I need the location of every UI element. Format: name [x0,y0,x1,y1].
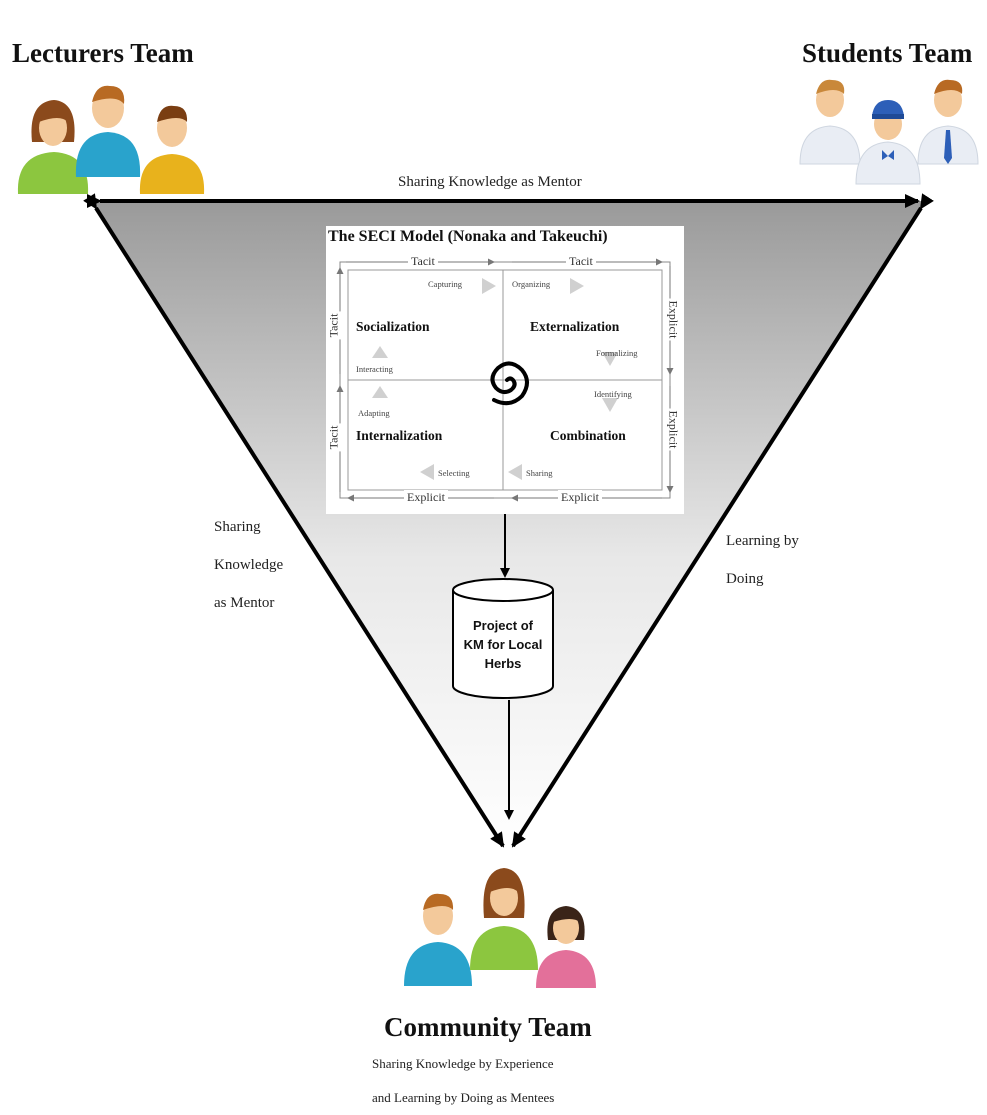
community-woman-pink-icon [536,906,596,988]
axis-bottom-right: Explicit [558,490,602,505]
axis-bottom-left: Explicit [404,490,448,505]
community-subtitle-2: and Learning by Doing as Mentees [372,1090,555,1105]
lecturers-team-title: Lecturers Team [12,38,194,68]
step-interacting: Interacting [356,364,393,374]
axis-right-bottom: Explicit [665,408,681,451]
right-edge-arrow [511,193,934,848]
project-line-3: Herbs [484,656,522,671]
community-team-title: Community Team [384,1012,592,1042]
spiral-icon [490,361,529,406]
right-edge-line-2: Doing [726,571,764,587]
left-edge-label: Sharing Knowledge as Mentor [214,508,283,622]
axis-left-bottom: Tacit [326,423,342,452]
project-line-1: Project of [473,618,533,633]
community-people-icon [404,868,596,988]
left-edge-line-3: as Mentor [214,595,275,611]
student-right-icon [917,79,979,165]
left-edge-line-1: Sharing [214,519,261,535]
project-line-2: KM for Local [463,637,543,652]
step-identifying: Identifying [594,389,632,399]
axis-top-right: Tacit [566,254,596,269]
seci-model-box: The SECI Model (Nonaka and Takeuchi) [326,226,684,514]
seci-title: The SECI Model (Nonaka and Takeuchi) [328,228,608,245]
quadrant-externalization: Externalization [530,319,620,334]
quadrant-socialization: Socialization [356,319,430,334]
step-sharing: Sharing [526,468,553,478]
axis-top-left: Tacit [408,254,438,269]
step-formalizing: Formalizing [596,348,638,358]
student-middle-icon [855,100,921,185]
left-edge-arrow [83,193,505,848]
right-edge-line-1: Learning by [726,533,799,549]
project-label: Project of KM for Local Herbs [448,616,558,673]
right-edge-label: Learning by Doing [726,522,799,598]
community-woman-green-icon [470,868,538,970]
quadrant-internalization: Internalization [356,428,443,443]
lecturer-woman-icon [17,100,89,194]
students-people-icon [799,79,979,185]
step-organizing: Organizing [512,279,551,289]
student-left-icon [799,79,861,165]
project-database-icon [452,578,554,699]
community-man-blue-icon [404,893,472,986]
axis-left-top: Tacit [326,311,342,340]
students-team-title: Students Team [802,38,973,68]
axis-right-top: Explicit [665,298,681,341]
left-edge-line-2: Knowledge [214,557,284,573]
quadrant-combination: Combination [550,428,626,443]
lecturers-people-icon [17,85,205,194]
step-selecting: Selecting [438,468,470,478]
lecturer-man-yellow-icon [139,105,205,194]
top-edge-label: Sharing Knowledge as Mentor [398,174,582,190]
step-capturing: Capturing [428,279,462,289]
community-subtitle-1: Sharing Knowledge by Experience [372,1056,554,1071]
lecturer-man-blue-icon [75,85,141,177]
step-adapting: Adapting [358,408,390,418]
